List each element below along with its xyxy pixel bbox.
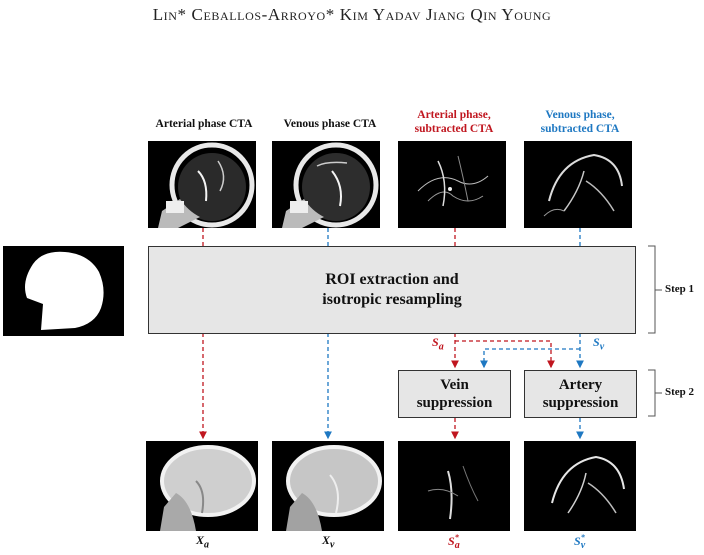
xa-output-image xyxy=(146,441,258,531)
sa-suppressed-image xyxy=(398,441,510,531)
symbol-s-a: Sa xyxy=(432,335,444,353)
label-venous-phase-cta: Venous phase CTA xyxy=(283,118,377,130)
step1-label: Step 1 xyxy=(665,283,695,295)
sv-suppressed-image xyxy=(524,441,636,531)
symbol-x-a: Xa xyxy=(196,533,210,551)
label-venous-subtracted-cta: Venous phase, subtracted CTA xyxy=(540,109,620,135)
symbol-s-v-suppressed: S*v xyxy=(574,533,586,552)
xv-output-image xyxy=(272,441,384,531)
roi-extraction-box: ROI extraction and isotropic resampling xyxy=(148,246,636,334)
venous-cta-image xyxy=(272,141,380,228)
arterial-subtracted-image xyxy=(398,141,506,228)
label-arterial-phase-cta: Arterial phase CTA xyxy=(155,118,253,130)
running-header-authors: Lin* Ceballos-Arroyo* Kim Yadav Jiang Qi… xyxy=(152,5,552,24)
symbol-s-v: Sv xyxy=(593,335,605,353)
vein-suppression-box: Vein suppression xyxy=(398,370,511,418)
arterial-cta-image xyxy=(148,141,256,228)
roi-mask-image xyxy=(3,246,124,336)
symbol-x-v: Xv xyxy=(322,533,335,551)
step2-label: Step 2 xyxy=(665,386,695,398)
symbol-s-a-suppressed: S*a xyxy=(448,533,460,552)
label-arterial-subtracted-cta: Arterial phase, subtracted CTA xyxy=(414,109,494,135)
venous-subtracted-image xyxy=(524,141,632,228)
artery-suppression-box: Artery suppression xyxy=(524,370,637,418)
